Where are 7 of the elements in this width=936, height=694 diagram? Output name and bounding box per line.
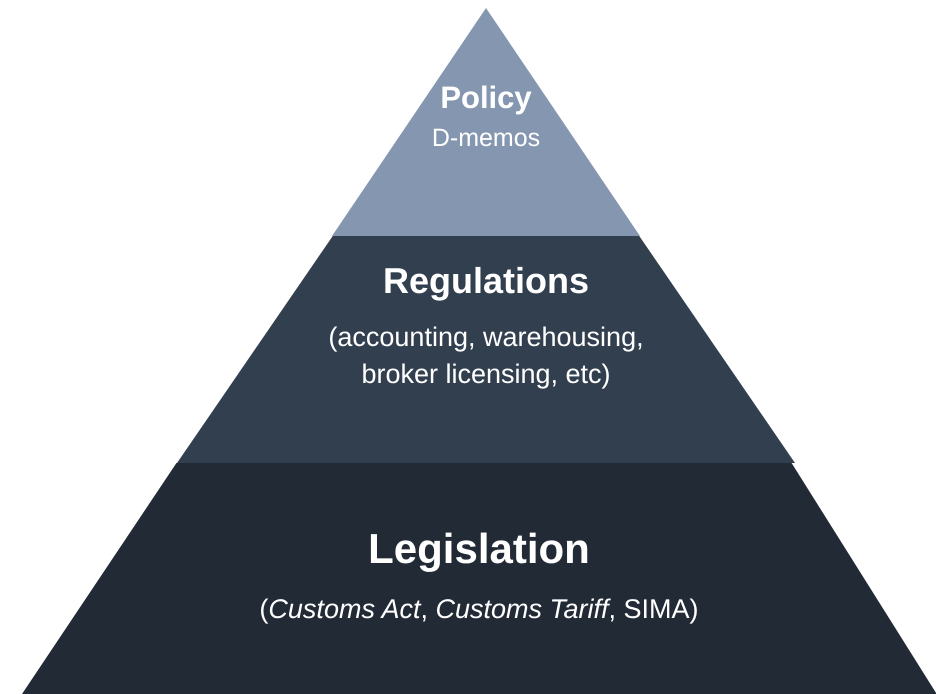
tier-heading: Policy bbox=[440, 80, 532, 116]
tier-heading: Legislation bbox=[368, 525, 590, 574]
tier-heading: Regulations bbox=[382, 260, 589, 302]
tier-description: (accounting, warehousing, broker licensing, etc) bbox=[327, 321, 645, 391]
tier-description: D-memos bbox=[432, 122, 540, 154]
tier-description: (Customs Act, Customs Tariff, SIMA) bbox=[259, 593, 699, 626]
pyramid-tier bbox=[22, 463, 936, 694]
